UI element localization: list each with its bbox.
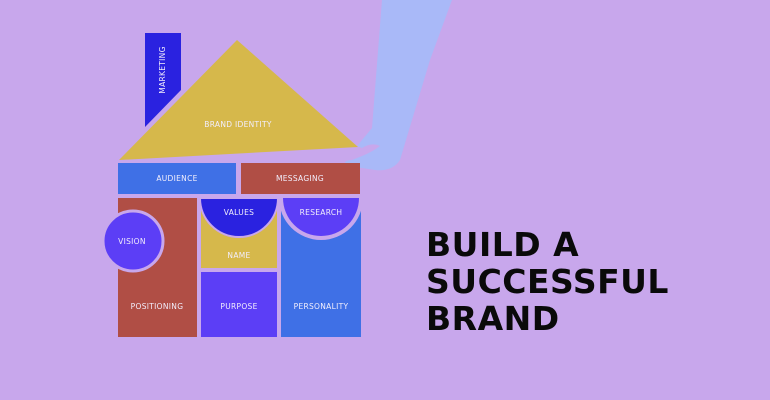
values-block [198, 197, 280, 238]
vision-circle [101, 209, 165, 273]
marketing-label: MARKETING [158, 46, 167, 93]
audience-label: AUDIENCE [156, 174, 197, 183]
audience-block [118, 163, 236, 194]
research-block [283, 198, 359, 236]
brand-identity-roof [119, 40, 358, 160]
headline-line: BUILD A [426, 225, 580, 264]
values-label: VALUES [224, 208, 254, 217]
brand-identity-label: BRAND IDENTITY [204, 120, 272, 129]
name-label: NAME [227, 251, 250, 260]
purpose-block [201, 272, 277, 337]
marketing-block [145, 33, 181, 127]
vision-label: VISION [118, 237, 146, 246]
messaging-block [241, 163, 360, 194]
headline-line: BRAND [426, 299, 560, 338]
headline-line: SUCCESSFUL [426, 262, 669, 301]
headline: BUILD A SUCCESSFUL BRAND [426, 226, 669, 337]
messaging-label: MESSAGING [276, 174, 324, 183]
personality-label: PERSONALITY [294, 302, 349, 311]
arm-hand-illustration [344, 0, 452, 171]
purpose-label: PURPOSE [220, 302, 257, 311]
research-label: RESEARCH [300, 208, 343, 217]
positioning-label: POSITIONING [131, 302, 184, 311]
